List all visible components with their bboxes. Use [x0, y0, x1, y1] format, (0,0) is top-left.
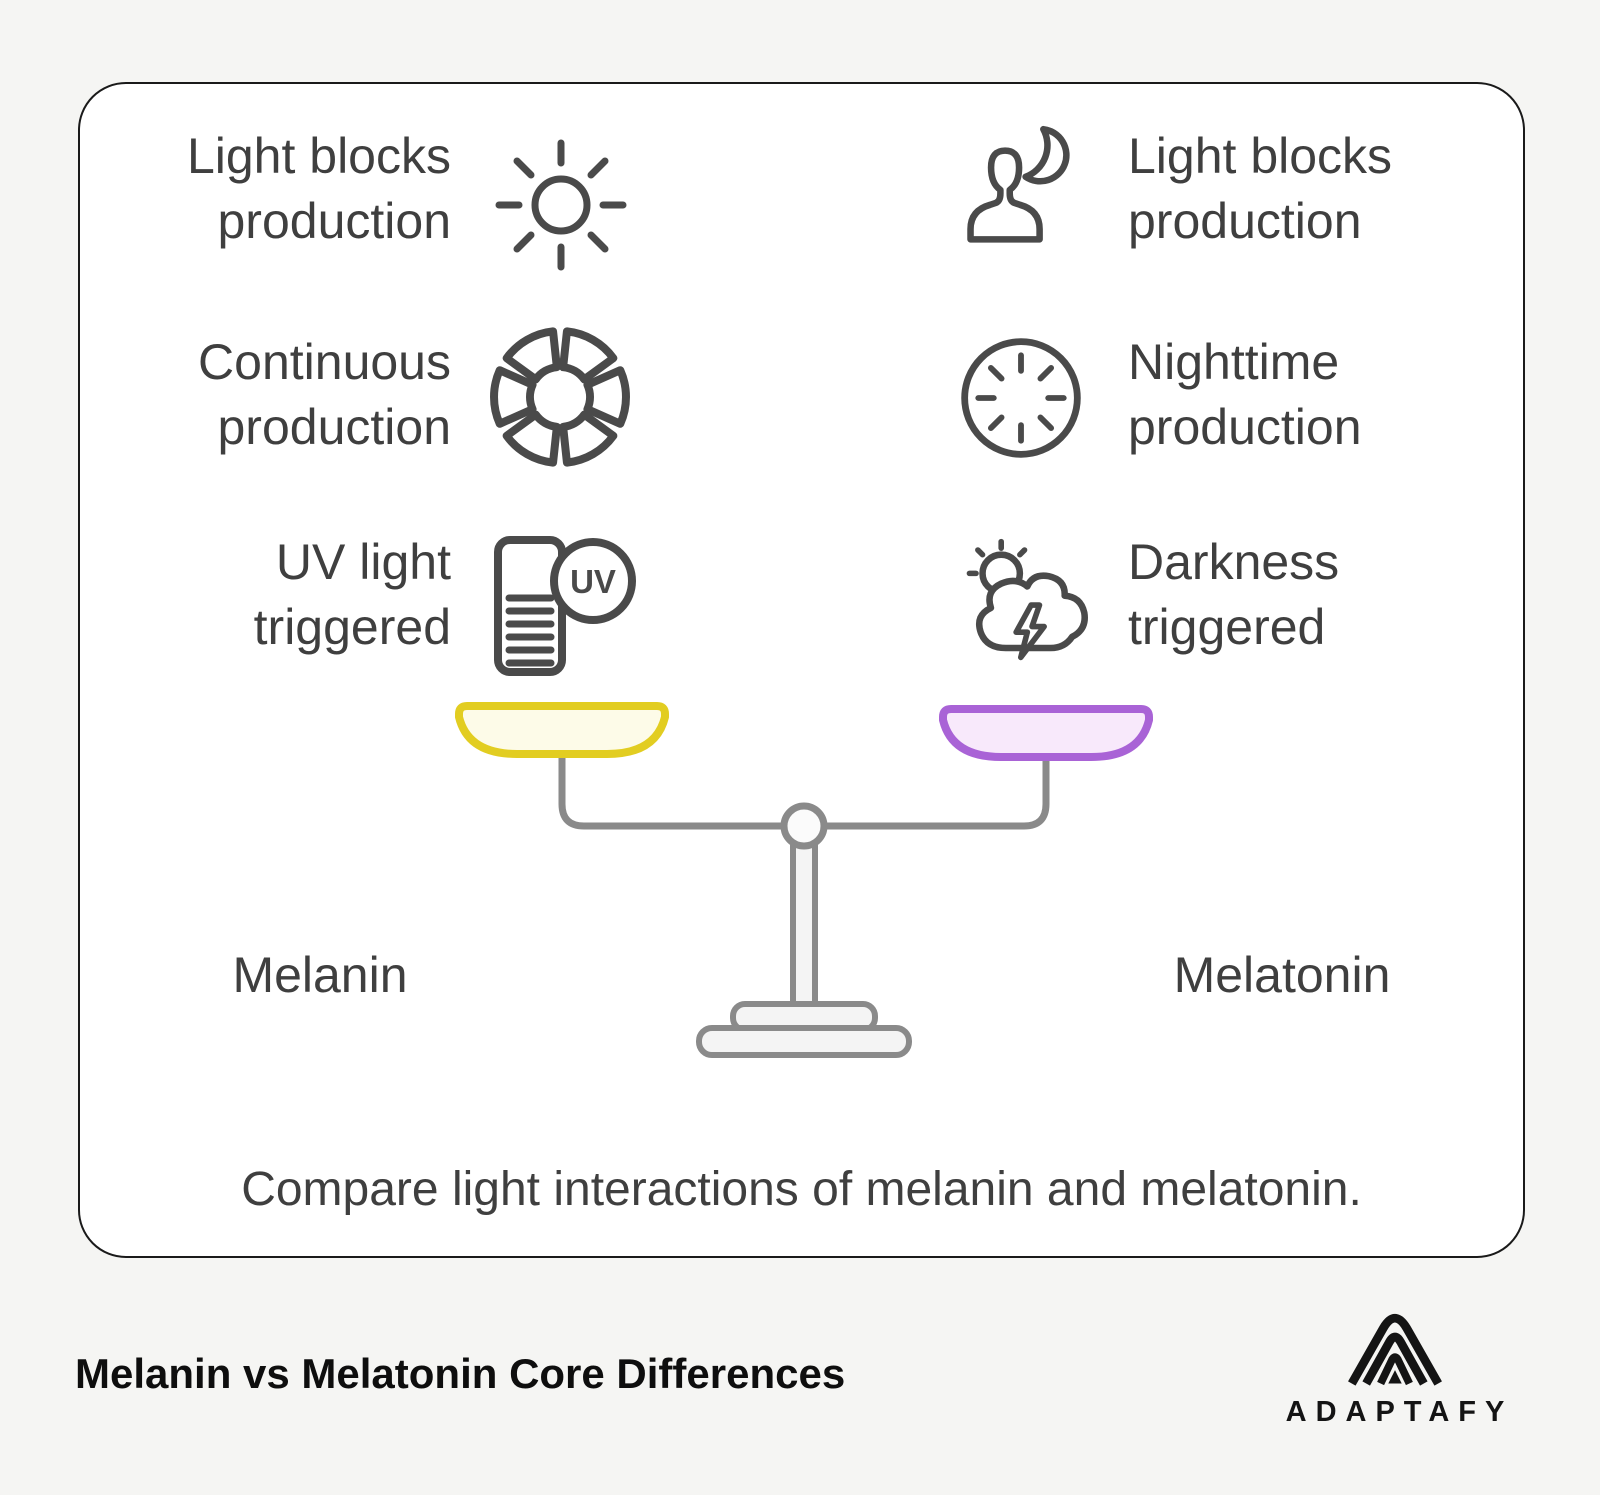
melanin-label: Melanin — [232, 947, 408, 1003]
clock-icon — [953, 330, 1089, 466]
uv-document-icon: UV — [492, 534, 637, 679]
caption: Compare light interactions of melanin an… — [241, 1163, 1362, 1216]
brand-name: ADAPTAFY — [1285, 1396, 1514, 1428]
feature-line: Light blocks — [186, 128, 451, 184]
melatonin-feature-1-label: Light blocks production — [1128, 124, 1528, 254]
feature-line: UV light — [275, 534, 451, 590]
sun-icon — [491, 135, 631, 275]
scale-pole — [790, 823, 818, 1009]
melatonin-feature-2-label: Nighttime production — [1128, 330, 1528, 460]
feature-line: triggered — [253, 599, 451, 655]
person-moon-icon — [950, 118, 1090, 258]
feature-line: triggered — [1128, 599, 1326, 655]
melanin-feature-2-label: Continuous production — [121, 330, 451, 460]
melanin-feature-3-label: UV light triggered — [121, 530, 451, 660]
melanin-pan — [455, 702, 669, 758]
comparison-card: Light blocks production Continuous produ… — [78, 82, 1525, 1258]
scale-pivot — [780, 802, 828, 850]
uv-badge-label: UV — [570, 563, 616, 600]
melatonin-feature-3-label: Darkness triggered — [1128, 530, 1528, 660]
adaptafy-mark-icon — [1348, 1314, 1442, 1386]
sun-cloud-bolt-icon — [962, 534, 1102, 679]
feature-line: Light blocks — [1128, 128, 1393, 184]
melanin-feature-1-label: Light blocks production — [121, 124, 451, 254]
segmented-ring-icon — [485, 322, 635, 472]
feature-line: production — [1128, 399, 1362, 455]
melatonin-pan — [939, 705, 1153, 761]
page-title: Melanin vs Melatonin Core Differences — [75, 1350, 846, 1397]
feature-line: production — [1128, 193, 1362, 249]
balance-scale — [455, 702, 1153, 1058]
scale-base-lower — [696, 1025, 912, 1058]
melatonin-label: Melatonin — [1173, 947, 1391, 1003]
feature-line: production — [217, 399, 452, 455]
feature-line: Darkness — [1128, 534, 1340, 590]
feature-line: Nighttime — [1128, 334, 1340, 390]
feature-line: production — [217, 193, 452, 249]
brand-logo: ADAPTAFY — [1265, 1308, 1525, 1429]
feature-line: Continuous — [198, 334, 451, 390]
